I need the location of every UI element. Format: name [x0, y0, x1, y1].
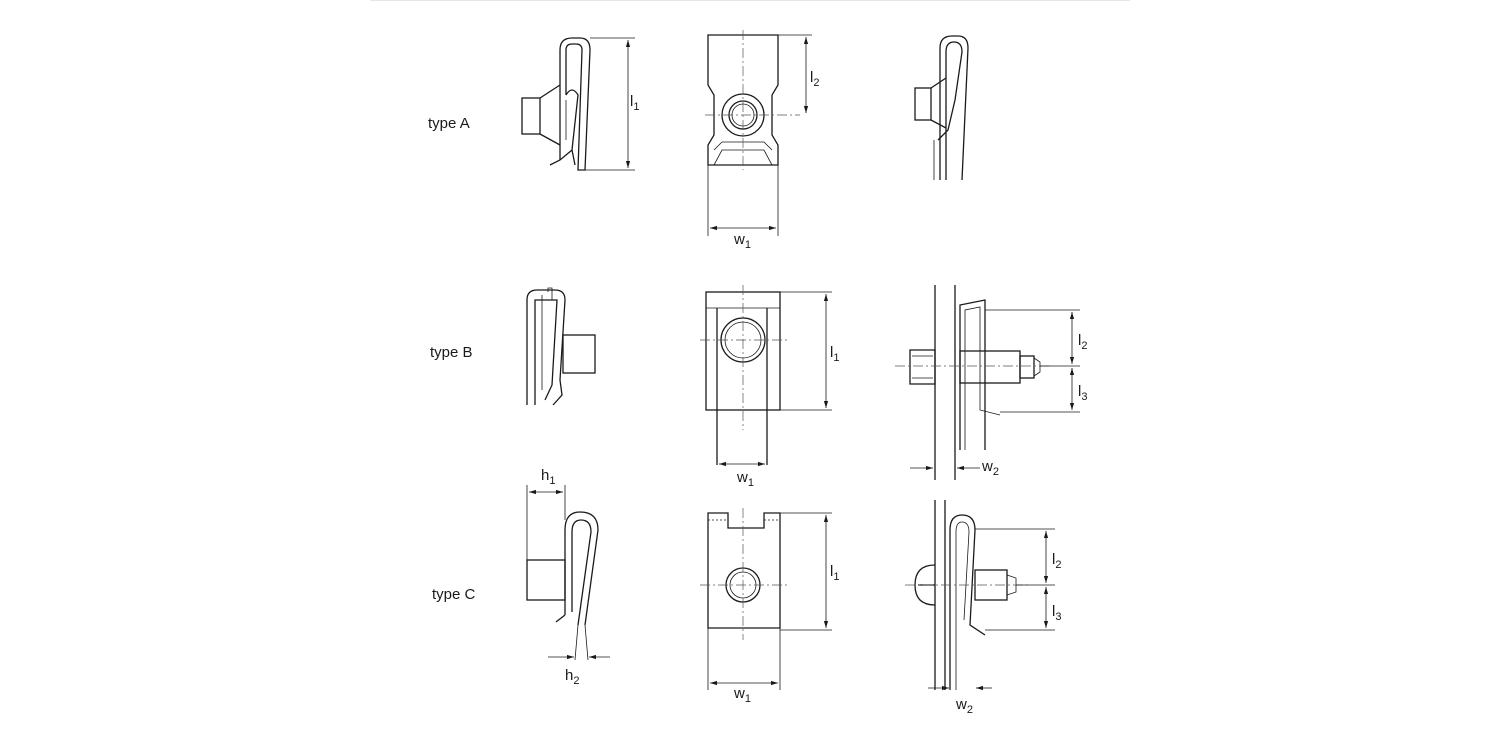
type-b-front-view [700, 285, 790, 465]
type-a-w1-label: w1 [733, 231, 751, 251]
type-b-l1-dimension: l1 [780, 291, 839, 411]
type-b-w1-label: w1 [736, 469, 754, 489]
type-c-w2-dimension: w2 [928, 685, 992, 716]
type-c-front-view [700, 508, 790, 640]
type-c-h2-label: h2 [565, 667, 579, 687]
type-c-assembled-view [905, 500, 1030, 690]
type-b-assembled-view [895, 285, 1050, 480]
type-b-l3-label: l3 [1078, 383, 1087, 403]
type-b-w2-label: w2 [981, 458, 999, 478]
type-c-l1-dimension: l1 [780, 512, 839, 631]
type-c-w1-dimension: w1 [707, 628, 781, 705]
type-a-l1-label: l1 [630, 93, 639, 113]
type-c-h2-dimension: h2 [548, 654, 610, 687]
type-c-l2-label: l2 [1052, 551, 1061, 571]
type-c-l1-label: l1 [830, 563, 839, 583]
type-c-w2-label: w2 [955, 696, 973, 716]
type-a-front-view [705, 30, 800, 170]
type-b-group: type B l1 w1 [430, 285, 1087, 489]
type-c-w1-label: w1 [733, 685, 751, 705]
type-a-side-view [521, 37, 591, 171]
type-c-l2-l3-dimension: l2 l3 [975, 528, 1061, 631]
type-c-h1-label: h1 [541, 467, 555, 487]
type-b-l1-label: l1 [830, 344, 839, 364]
type-b-w2-dimension: w2 [910, 458, 999, 478]
type-b-l2-label: l2 [1078, 332, 1087, 352]
type-c-group: type C h1 h2 [432, 467, 1061, 716]
type-c-l3-label: l3 [1052, 603, 1061, 623]
type-a-l1-dimension: l1 [585, 37, 639, 171]
type-a-label: type A [428, 115, 470, 132]
type-a-l2-label: l2 [810, 69, 819, 89]
type-a-group: type A l1 [428, 30, 969, 251]
type-b-w1-dimension: w1 [719, 461, 765, 489]
type-a-l2-dimension: l2 [778, 34, 819, 113]
type-c-h1-dimension: h1 [526, 467, 566, 560]
type-a-assembled-view [914, 35, 969, 181]
type-a-w1-dimension: w1 [707, 165, 779, 251]
type-b-label: type B [430, 344, 473, 361]
type-b-side-view [526, 287, 596, 406]
type-c-side-view [526, 511, 599, 661]
type-b-l2-l3-dimension: l2 l3 [985, 309, 1087, 413]
type-c-label: type C [432, 586, 476, 603]
